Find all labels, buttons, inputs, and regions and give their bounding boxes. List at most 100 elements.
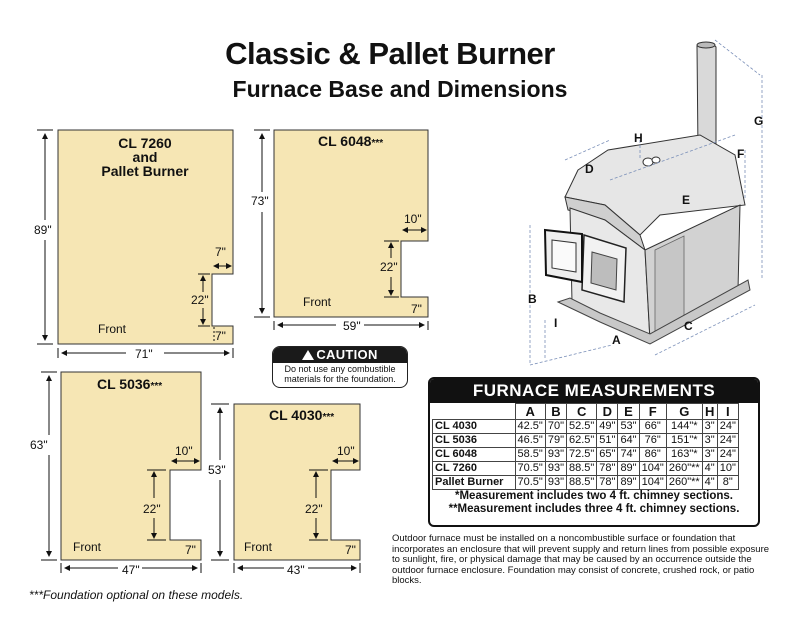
cl5036-title: CL 5036*** [97, 376, 163, 392]
cl5036-height: 63" [30, 438, 48, 452]
table-cell: 46.5" [514, 433, 546, 448]
table-cell: 4" [701, 475, 718, 490]
table-cell: 3" [701, 447, 718, 462]
table-cell: 64" [617, 433, 640, 448]
cl7260-width: 71" [135, 347, 153, 361]
table-cell: 89" [617, 461, 640, 476]
measurements-table: A B C D E F G H I CL 4030 42.5" 70" 52.5… [432, 403, 739, 490]
table-cell: 144"* [665, 419, 703, 434]
cl7260-front-label: Front [98, 322, 127, 336]
cl6048-notch-height: 22" [380, 260, 398, 274]
table-cell: 104" [638, 475, 667, 490]
warning-icon [302, 350, 315, 360]
cl7260-base-shape [57, 129, 234, 345]
row-model: Pallet Burner [432, 475, 516, 490]
row-model: CL 4030 [432, 419, 516, 434]
cl4030-notch-width: 10" [337, 444, 355, 458]
foundation-footnote: ***Foundation optional on these models. [29, 588, 244, 602]
label-d: D [585, 162, 594, 176]
label-e: E [682, 193, 691, 207]
cl7260-notch-height: 22" [191, 293, 209, 307]
table-row: CL 5036 46.5" 79" 62.5" 51" 64" 76" 151"… [432, 433, 739, 448]
measurement-note-2: **Measurement includes three 4 ft. chimn… [448, 503, 740, 515]
furnace-measurements-panel: FURNACE MEASUREMENTS A B C D E F G H I C… [428, 377, 760, 527]
table-cell: 88.5" [565, 461, 598, 476]
table-cell: 151"* [665, 433, 703, 448]
cl5036-bottom: 7" [185, 543, 196, 557]
table-cell: 53" [617, 419, 640, 434]
caution-text: Do not use any combustible materials for… [284, 364, 396, 384]
cl5036-notch-width: 10" [175, 444, 193, 458]
table-cell: 58.5" [514, 447, 546, 462]
table-row: CL 7260 70.5" 93" 88.5" 78" 89" 104" 260… [432, 461, 739, 476]
col-header: D [596, 403, 619, 420]
table-cell: 93" [544, 461, 567, 476]
cl6048-bottom: 7" [411, 302, 422, 316]
table-cell: 70.5" [514, 461, 546, 476]
table-cell: 10" [716, 461, 739, 476]
table-cell: 93" [544, 475, 567, 490]
cl4030-title: CL 4030*** [269, 407, 335, 423]
cl4030-notch-height: 22" [305, 502, 323, 516]
cl5036-base-shape [60, 371, 202, 561]
table-cell: 49" [596, 419, 619, 434]
page-title: Classic & Pallet Burner [225, 36, 555, 71]
row-model: CL 6048 [432, 447, 516, 462]
label-b: B [528, 292, 537, 306]
table-cell: 104" [638, 461, 667, 476]
table-cell: 8" [716, 475, 739, 490]
measurement-note-1: *Measurement includes two 4 ft. chimney … [455, 490, 733, 502]
table-row: Pallet Burner 70.5" 93" 88.5" 78" 89" 10… [432, 475, 739, 490]
cl7260-notch-width: 7" [215, 245, 226, 259]
cl6048-base-shape [273, 129, 429, 318]
table-cell: 65" [596, 447, 619, 462]
col-header: C [565, 403, 598, 420]
col-header: G [665, 403, 703, 420]
table-cell: 24" [716, 433, 739, 448]
table-cell: 24" [716, 447, 739, 462]
measurements-title: FURNACE MEASUREMENTS [430, 379, 758, 403]
table-cell: 3" [701, 433, 718, 448]
table-cell: 70" [544, 419, 567, 434]
table-cell: 260"** [665, 475, 703, 490]
page-subtitle: Furnace Base and Dimensions [232, 76, 568, 102]
table-cell: 42.5" [514, 419, 546, 434]
table-cell: 76" [638, 433, 667, 448]
table-cell: 78" [596, 461, 619, 476]
table-cell: 70.5" [514, 475, 546, 490]
table-cell: 163"* [665, 447, 703, 462]
col-header: H [701, 403, 718, 420]
cl6048-width: 59" [343, 319, 361, 333]
table-cell: 79" [544, 433, 567, 448]
table-cell: 24" [716, 419, 739, 434]
table-row: CL 4030 42.5" 70" 52.5" 49" 53" 66" 144"… [432, 419, 739, 434]
cl7260-height: 89" [34, 223, 52, 237]
table-cell: 52.5" [565, 419, 598, 434]
row-model: CL 7260 [432, 461, 516, 476]
table-cell: 4" [701, 461, 718, 476]
cl6048-front-label: Front [303, 295, 332, 309]
cl6048-height: 73" [251, 194, 269, 208]
col-header: E [617, 403, 640, 420]
label-c: C [684, 319, 693, 333]
label-f: F [737, 147, 745, 161]
table-cell: 51" [596, 433, 619, 448]
label-i: I [554, 316, 558, 330]
cl7260-title: CL 7260 and Pallet Burner [101, 135, 189, 179]
table-cell: 3" [701, 419, 718, 434]
outdoor-installation-note: Outdoor furnace must be installed on a n… [392, 533, 770, 586]
col-header: B [544, 403, 567, 420]
cl4030-base-shape [233, 403, 361, 561]
caution-box: CAUTION Do not use any combustible mater… [272, 346, 408, 388]
table-header-row: A B C D E F G H I [432, 403, 739, 420]
table-cell: 74" [617, 447, 640, 462]
table-cell: 72.5" [565, 447, 598, 462]
table-cell: 62.5" [565, 433, 598, 448]
col-header: F [638, 403, 667, 420]
row-model: CL 5036 [432, 433, 516, 448]
cl5036-front-label: Front [73, 540, 102, 554]
table-row: CL 6048 58.5" 93" 72.5" 65" 74" 86" 163"… [432, 447, 739, 462]
cl5036-width: 47" [122, 563, 140, 577]
cl4030-width: 43" [287, 563, 305, 577]
